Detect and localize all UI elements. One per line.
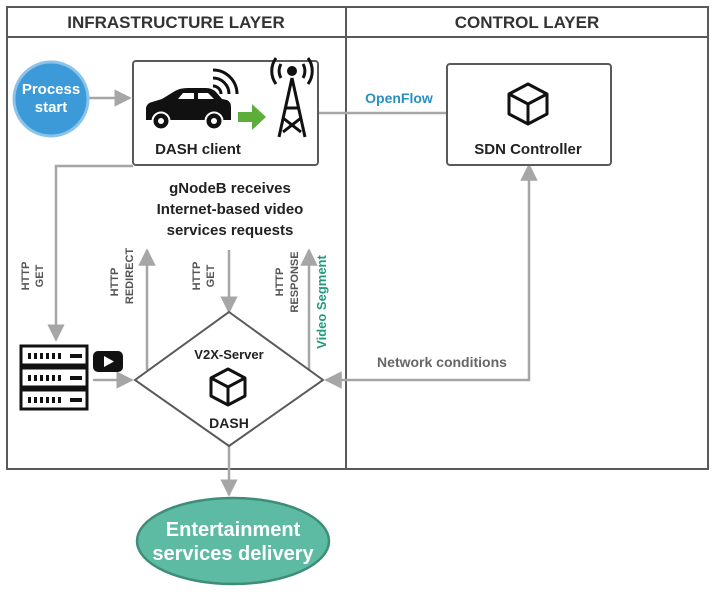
gnodeb-caption-line-2: Internet-based video: [157, 201, 304, 218]
http-get-left-label: HTTP GET: [20, 262, 46, 291]
entertainment-label-1: Entertainment: [166, 519, 301, 541]
dash-client-node: DASH client: [132, 57, 319, 166]
http-get-mid-line-1: HTTP: [191, 262, 203, 291]
video-segment-label: Video Segment: [314, 255, 329, 349]
http-redirect-line-2: REDIRECT: [124, 248, 136, 305]
arrow-network-conditions: [324, 163, 538, 389]
arrow-client-to-servers: [47, 164, 133, 342]
sdn-controller-label: SDN Controller: [474, 141, 582, 158]
openflow-label: OpenFlow: [365, 90, 433, 106]
entertainment-label-2: services delivery: [152, 543, 314, 565]
dash-client-label: DASH client: [155, 141, 241, 158]
http-get-left-line-2: GET: [34, 264, 46, 287]
gnodeb-caption-line-3: services requests: [167, 222, 294, 239]
infrastructure-layer-title: INFRASTRUCTURE LAYER: [67, 13, 285, 32]
antenna-top-icon: [287, 66, 297, 76]
cube-icon: [507, 82, 549, 126]
gnodeb-caption: gNodeB receives Internet-based video ser…: [157, 180, 304, 239]
control-layer-title: CONTROL LAYER: [455, 13, 600, 32]
http-get-mid-label: HTTP GET: [191, 262, 217, 291]
v2x-server-title: V2X-Server: [194, 347, 263, 362]
entertainment-services-node: Entertainment services delivery: [135, 496, 331, 586]
http-redirect-line-1: HTTP: [109, 268, 121, 297]
http-get-left-line-1: HTTP: [20, 262, 32, 291]
v2x-server-node: V2X-Server DASH: [133, 310, 325, 448]
car-icon: [146, 88, 231, 131]
http-response-line-2: RESPONSE: [289, 251, 301, 312]
network-conditions-label: Network conditions: [377, 354, 507, 370]
http-get-mid-line-2: GET: [205, 264, 217, 287]
v2x-cube-icon: [209, 367, 247, 407]
play-button-arrow-icon: [238, 104, 266, 130]
sdn-controller-node: SDN Controller: [446, 63, 612, 166]
connectors: [47, 89, 538, 497]
http-redirect-label: HTTP REDIRECT: [109, 248, 136, 305]
youtube-play-icon: [93, 351, 123, 372]
server-rack-icon: [19, 344, 89, 411]
http-response-line-1: HTTP: [274, 268, 286, 297]
process-start-node: Process start: [12, 60, 90, 138]
v2x-server-subtitle: DASH: [209, 415, 249, 431]
antenna-tower-icon: [270, 57, 314, 138]
signal-icon: [212, 68, 239, 95]
gnodeb-caption-line-1: gNodeB receives: [169, 180, 291, 197]
http-response-label: HTTP RESPONSE: [274, 251, 301, 312]
process-start-label-2: start: [35, 99, 68, 116]
process-start-label-1: Process: [22, 81, 80, 98]
